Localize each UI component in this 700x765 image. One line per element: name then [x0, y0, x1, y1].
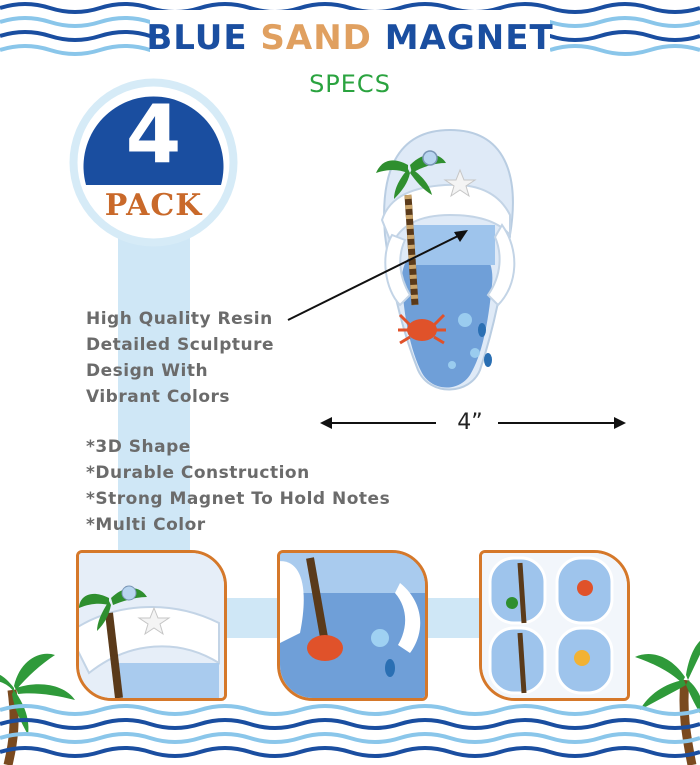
feature-line: *Strong Magnet To Hold Notes [86, 489, 391, 509]
bottom-wave-decoration [0, 704, 700, 758]
feature-line: Detailed Sculpture [86, 335, 275, 355]
badge-number: 4 [125, 88, 182, 181]
page-title: BLUE SAND MAGNET [0, 18, 700, 58]
feature-line: *Multi Color [86, 515, 206, 535]
dimension-label: 4” [457, 410, 483, 435]
top-wave-decoration [0, 2, 700, 66]
thumbnail-image [280, 553, 425, 698]
feature-line: Design With [86, 361, 209, 381]
title-blue: BLUE [146, 18, 261, 58]
thumbnail-image [482, 553, 627, 698]
title-sand: SAND [260, 18, 372, 58]
callout-arrow [287, 230, 468, 321]
detail-thumbnail-four-pack [479, 550, 630, 701]
connector-bar-vertical [118, 210, 190, 555]
palm-tree-left-decoration [0, 653, 75, 765]
feature-line: *Durable Construction [86, 463, 310, 483]
detail-thumbnail-middle [277, 550, 428, 701]
badge-label: PACK [104, 188, 203, 223]
four-pack-badge [69, 78, 238, 247]
feature-line: *3D Shape [86, 437, 191, 457]
thumbnail-image [79, 553, 224, 698]
feature-line: High Quality Resin [86, 309, 273, 329]
dimension-arrow [320, 417, 626, 429]
feature-list-specs: *3D Shape *Durable Construction *Strong … [86, 434, 390, 538]
detail-thumbnail-top [76, 550, 227, 701]
title-magnet: MAGNET [371, 18, 554, 58]
feature-line: Vibrant Colors [86, 387, 231, 407]
feature-list-quality: High Quality Resin Detailed Sculpture De… [86, 306, 274, 410]
flip-flop-magnet-image [376, 128, 516, 391]
page-subtitle: SPECS [309, 70, 391, 98]
